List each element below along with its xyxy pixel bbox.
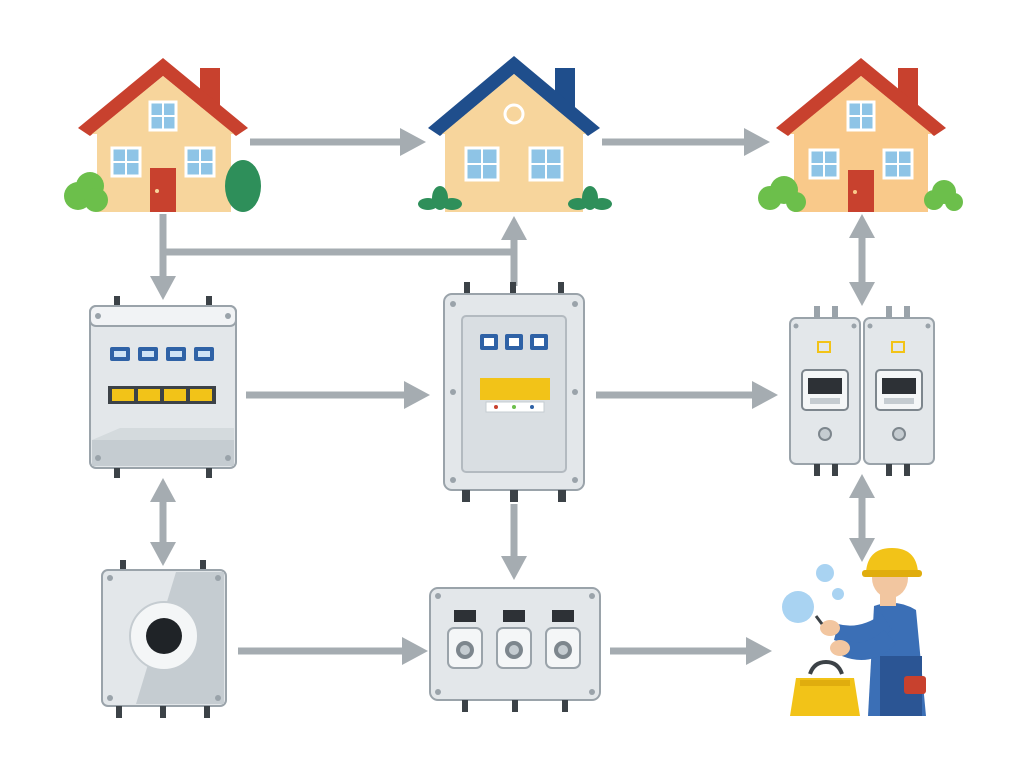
arrow-panel-left-box-left (150, 478, 176, 566)
window-icon (464, 146, 500, 182)
distribution-cabinet-center (443, 282, 585, 502)
breaker-strip (108, 386, 216, 404)
arrow-house-left-to-panel-left (150, 214, 176, 300)
arrow-box-left-to-box-center (238, 637, 428, 665)
arrow-panel-center-to-box-center (501, 504, 527, 580)
house-center (418, 56, 612, 212)
helmet-icon (862, 548, 922, 577)
arrow-panel-right-technician (849, 474, 875, 562)
attic-window-icon (503, 103, 525, 125)
window-icon (184, 146, 216, 178)
arrow-house-center-to-house-right (602, 128, 770, 156)
door-icon (848, 170, 874, 212)
arrow-house-right-panel-right (849, 214, 875, 306)
arrow-house-left-to-house-center (250, 128, 426, 156)
window-icon (882, 148, 914, 180)
window-icon (148, 100, 178, 132)
house-right (758, 58, 963, 212)
window-icon (528, 146, 564, 182)
triple-meter-box-center (429, 587, 601, 712)
bubble-icon (782, 591, 814, 623)
bush-icon (924, 180, 963, 211)
meter-unit (496, 610, 532, 669)
junction-box-left (101, 560, 227, 718)
technician (782, 548, 926, 716)
window-icon (846, 100, 876, 132)
indicator-lights (480, 334, 548, 350)
indicator-lights (110, 347, 214, 361)
arrow-box-center-to-technician (610, 637, 772, 665)
window-icon (110, 146, 142, 178)
breaker-panel-left (89, 296, 237, 478)
meter-display (801, 369, 849, 411)
house-left (64, 58, 261, 212)
plant-icon (418, 186, 462, 210)
plant-icon (568, 186, 612, 210)
cable-port-icon (146, 618, 182, 654)
bubble-icon (816, 564, 834, 582)
bush-icon (225, 160, 261, 212)
bush-icon (64, 172, 108, 212)
meter-display (875, 369, 923, 411)
bush-icon (758, 176, 806, 212)
arrow-panel-center-to-panel-right (596, 381, 778, 409)
dual-meter-cabinet-right (789, 306, 935, 476)
bubble-icon (832, 588, 844, 600)
meter-unit (447, 610, 483, 669)
toolbox-icon (790, 659, 860, 716)
breaker-strip (480, 378, 550, 400)
arrow-panel-left-to-panel-center (246, 381, 430, 409)
meter-unit (545, 610, 581, 669)
arrow-house-left-elbow-to-house-center (163, 216, 527, 286)
door-icon (150, 168, 176, 212)
connector-layer (150, 128, 875, 665)
window-icon (808, 148, 840, 180)
